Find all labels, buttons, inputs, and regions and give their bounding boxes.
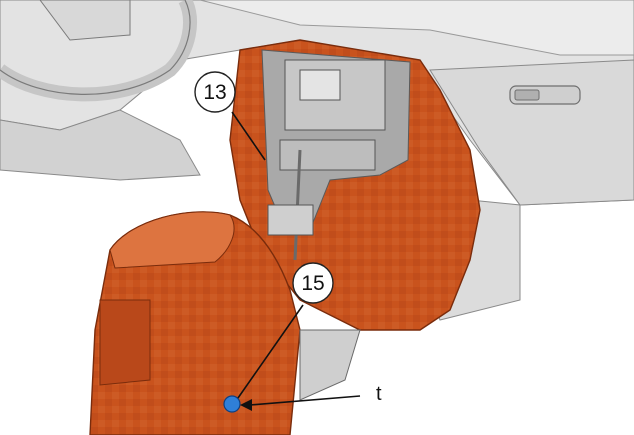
callout-13-leader [231,111,266,161]
callout-t-label: t [376,383,382,405]
steering-wheel [0,0,197,102]
callout-t-leader [249,395,361,406]
callout-t: t [240,383,382,411]
callout-t-arrowhead [240,399,252,411]
armrest [89,211,361,435]
callout-13: 13 [194,71,266,161]
dashboard [0,0,634,206]
fastener-marker [223,395,241,413]
center-console [229,39,481,331]
callout-15-leader [237,304,304,399]
callout-13-label: 13 [203,81,226,104]
callout-15-circle [292,262,334,304]
callout-15-label: 15 [301,272,324,295]
callout-15: 15 [237,262,334,399]
callout-13-circle [194,71,236,113]
bracket [299,329,361,401]
glovebox-handle [509,85,581,105]
